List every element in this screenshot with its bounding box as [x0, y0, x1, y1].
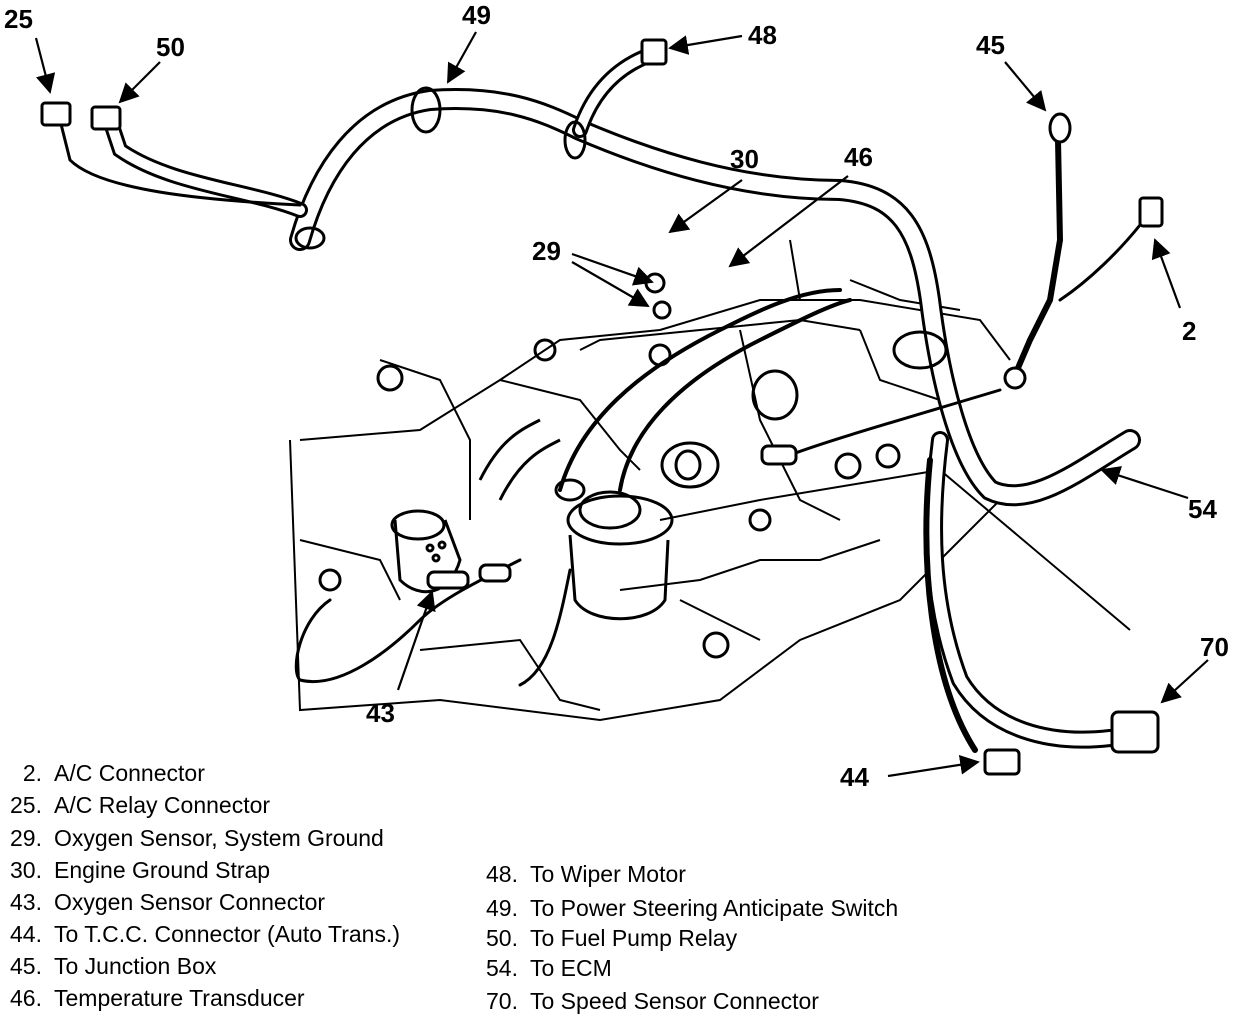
callout-25: 25: [4, 4, 33, 34]
legend-number: 54.: [486, 955, 518, 981]
legend-item: 45. To Junction Box: [2, 950, 216, 982]
legend-number: 49.: [486, 895, 518, 921]
legend-text: A/C Relay Connector: [54, 792, 271, 818]
legend-text: To Junction Box: [54, 953, 217, 979]
callout-30: 30: [730, 144, 759, 174]
callout-29: 29: [532, 236, 561, 266]
callout-70: 70: [1200, 632, 1229, 662]
legend-text: A/C Connector: [54, 760, 205, 786]
callout-45: 45: [976, 30, 1005, 60]
legend-text: To Speed Sensor Connector: [530, 988, 819, 1014]
legend-item: 2. A/C Connector: [2, 757, 205, 789]
legend-number: 2.: [22, 760, 42, 786]
legend-text: To Fuel Pump Relay: [530, 925, 738, 951]
legend-number: 70.: [486, 988, 518, 1014]
legend-item: 30. Engine Ground Strap: [2, 854, 270, 886]
callout-44: 44: [840, 762, 869, 792]
legend-item: 50. To Fuel Pump Relay: [478, 922, 737, 954]
legend-number: 44.: [10, 921, 42, 947]
legend-item: 44. To T.C.C. Connector (Auto Trans.): [2, 918, 400, 950]
harness-clamps: [294, 86, 948, 502]
legend-number: 46.: [10, 985, 42, 1011]
legend-text: Engine Ground Strap: [54, 857, 271, 883]
callout-48: 48: [748, 20, 777, 50]
legend-item: 49. To Power Steering Anticipate Switch: [478, 892, 898, 924]
engine-bolts: [318, 338, 901, 659]
sensor-canister: [566, 369, 799, 621]
coolant-pipe: [390, 418, 561, 594]
legend-text: To Wiper Motor: [530, 861, 686, 887]
main-harness: [58, 47, 1142, 753]
legend-text: Temperature Transducer: [54, 985, 305, 1011]
legend-item: 43. Oxygen Sensor Connector: [2, 886, 325, 918]
legend-number: 25.: [10, 792, 42, 818]
legend-number: 30.: [10, 857, 42, 883]
legend-number: 43.: [10, 889, 42, 915]
legend-item: 70. To Speed Sensor Connector: [478, 985, 819, 1017]
legend-number: 29.: [10, 825, 42, 851]
legend-number: 48.: [486, 861, 518, 887]
callout-43: 43: [366, 698, 395, 728]
legend-text: Oxygen Sensor Connector: [54, 889, 326, 915]
legend-item: 46. Temperature Transducer: [2, 982, 305, 1014]
legend-text: Oxygen Sensor, System Ground: [54, 825, 384, 851]
legend-item: 48. To Wiper Motor: [478, 858, 686, 890]
legend-number: 45.: [10, 953, 42, 979]
callout-leaders: [34, 31, 1209, 778]
legend-text: To T.C.C. Connector (Auto Trans.): [54, 921, 400, 947]
legend-text: To Power Steering Anticipate Switch: [530, 895, 899, 921]
legend-item: 29. Oxygen Sensor, System Ground: [2, 822, 384, 854]
callout-numbers: 25 50 49 48 45 30 46 29 2 54 70 43 44: [4, 0, 1229, 792]
callout-54: 54: [1188, 494, 1217, 524]
callout-49: 49: [462, 0, 491, 30]
harness-connectors: [40, 38, 1164, 776]
callout-50: 50: [156, 32, 185, 62]
legend-item: 25. A/C Relay Connector: [2, 789, 270, 821]
legend-text: To ECM: [530, 955, 612, 981]
callout-2: 2: [1182, 316, 1196, 346]
callout-46: 46: [844, 142, 873, 172]
legend-item: 54. To ECM: [478, 952, 612, 984]
legend-number: 50.: [486, 925, 518, 951]
